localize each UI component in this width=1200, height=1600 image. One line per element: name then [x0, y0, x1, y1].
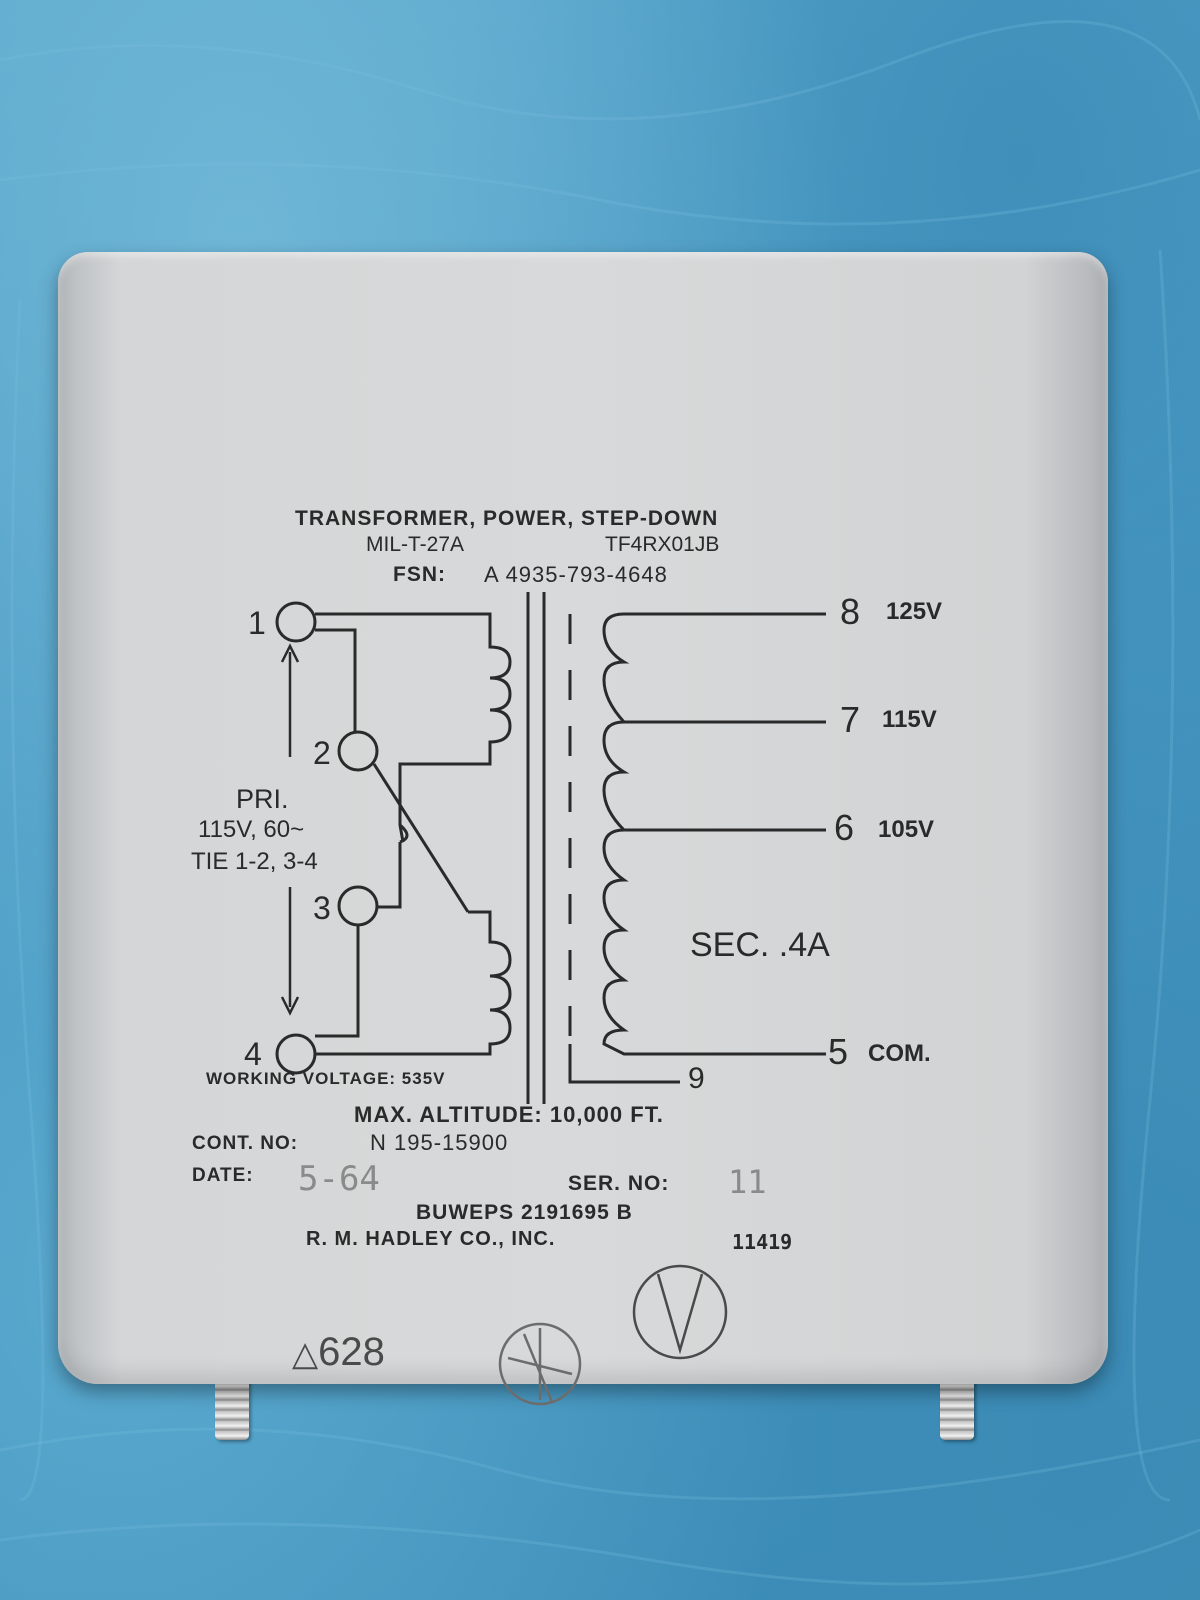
primary-tie: TIE 1-2, 3-4 — [191, 848, 318, 875]
tie-wire-2 — [398, 823, 409, 844]
contract-label: CONT. NO: — [192, 1133, 299, 1154]
primary-rating: 115V, 60~ — [198, 816, 305, 843]
terminal-1-label: 1 — [248, 605, 266, 641]
tie-wire-1 — [315, 628, 357, 732]
fsn-label: FSN: — [393, 563, 446, 586]
secondary-label: SEC. .4A — [690, 926, 830, 964]
arrow-head-up — [280, 643, 300, 663]
inspection-stamp-circle-left — [498, 1322, 582, 1406]
terminal-3-circle — [337, 885, 379, 927]
buweps-number: BUWEPS 2191695 B — [416, 1201, 633, 1224]
working-voltage: WORKING VOLTAGE: 535V — [206, 1069, 446, 1088]
spec-number: MIL-T-27A — [366, 533, 465, 556]
terminal-3-label: 3 — [313, 890, 331, 926]
terminal-4-label: 4 — [244, 1036, 262, 1072]
shield-lead-9 — [568, 1044, 680, 1084]
secondary-coil — [602, 612, 826, 1056]
tie-wire-cross — [372, 763, 470, 913]
terminal-2-label: 2 — [313, 735, 331, 771]
manufacturer: R. M. HADLEY CO., INC. — [306, 1228, 556, 1250]
contract-value: N 195-15900 — [370, 1130, 509, 1155]
tie-wire-3 — [377, 842, 402, 909]
terminal-8-label: 8 — [840, 591, 861, 632]
terminal-4-circle — [275, 1033, 317, 1075]
terminal-2-circle — [337, 730, 379, 772]
transformer-case: TRANSFORMER, POWER, STEP-DOWN MIL-T-27A … — [58, 252, 1108, 1406]
cage-code: 11419 — [732, 1230, 793, 1254]
terminal-9-label: 9 — [688, 1062, 705, 1095]
terminal-1-circle — [275, 601, 317, 643]
date-label: DATE: — [192, 1165, 254, 1186]
terminal-6-label: 6 — [834, 807, 855, 848]
inspection-stamp-circle-right — [632, 1264, 728, 1360]
lot-mark: △628 — [292, 1332, 385, 1372]
tie-wire-4 — [315, 925, 360, 1038]
tap-125v-label: 125V — [886, 598, 943, 625]
winding-schematic — [275, 592, 826, 1104]
primary-upper-coil — [315, 612, 512, 843]
delta-logo-icon: △ — [292, 1335, 319, 1373]
terminal-7-label: 7 — [840, 699, 861, 740]
fsn-value: A 4935-793-4648 — [484, 562, 668, 587]
lot-mark-number: 628 — [318, 1330, 385, 1374]
primary-lower-coil — [315, 910, 512, 1056]
arrow-head-down — [280, 996, 300, 1016]
serial-value: 11 — [728, 1163, 767, 1201]
terminal-5-label: 5 — [828, 1031, 849, 1072]
primary-label: PRI. — [236, 784, 289, 814]
tap-com-label: COM. — [868, 1040, 931, 1067]
serial-label: SER. NO: — [568, 1172, 670, 1195]
type-designation: TF4RX01JB — [605, 533, 720, 556]
date-value: 5-64 — [298, 1159, 380, 1199]
max-altitude: MAX. ALTITUDE: 10,000 FT. — [354, 1102, 664, 1127]
tap-105v-label: 105V — [878, 816, 935, 843]
plate-title: TRANSFORMER, POWER, STEP-DOWN — [295, 507, 719, 530]
tap-115v-label: 115V — [882, 706, 937, 733]
